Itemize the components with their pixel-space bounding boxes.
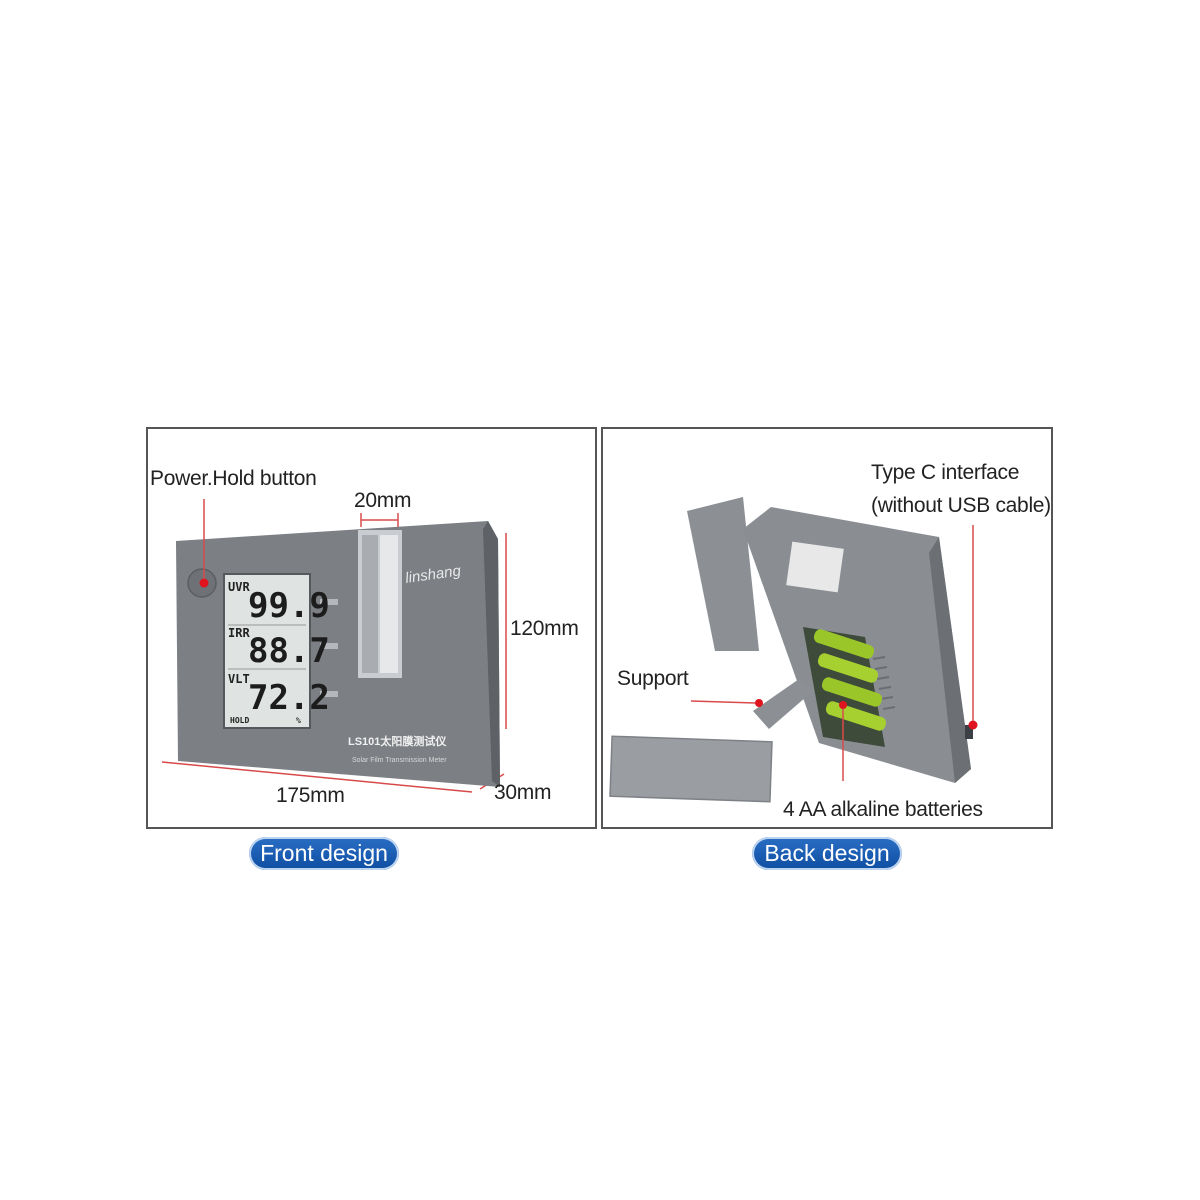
reading-name-uvr: UVR [228,580,250,594]
width-dimension-label: 175mm [276,784,345,807]
model-subtitle: Solar Film Transmission Meter [352,757,447,764]
back-device-illustration [609,497,978,803]
back-stand-plate [687,497,759,651]
reading-name-irr: IRR [228,626,250,640]
width-dimension-line [161,761,473,793]
type-c-label-line1: Type C interface [871,461,1020,484]
unit-indicator: % [296,716,301,725]
reading-value-vlt: 72.2 [248,678,330,718]
height-dimension-label: 120mm [510,617,579,640]
battery-cells [813,629,887,731]
thickness-dimension-label: 30mm [494,781,552,804]
back-design-panel: Type C interface (without USB cable) Sup… [601,427,1053,829]
type-c-pointer-dot [968,720,978,730]
support-label: Support [617,667,689,690]
spec-label-plate [786,541,844,593]
reading-value-irr: 88.7 [248,631,330,671]
support-pointer-line [690,700,756,704]
slot-dimension-label: 20mm [354,489,412,512]
back-design-caption: Back design [752,837,902,870]
type-c-port [965,725,973,739]
type-c-label-line2: (without USB cable) [871,494,1051,517]
hold-indicator: HOLD [230,716,249,725]
battery-cover [609,735,773,803]
front-device-illustration: UVR 99.9 IRR 88.7 VLT 72.2 HOLD % linsha… [161,499,507,793]
support-pointer-dot [755,699,763,707]
model-name: LS101太阳膜测试仪 [348,734,447,748]
reading-name-vlt: VLT [228,672,250,686]
power-hold-label: Power.Hold button [150,467,317,490]
batteries-label: 4 AA alkaline batteries [783,798,983,821]
reading-value-uvr: 99.9 [248,586,330,626]
front-design-panel: UVR 99.9 IRR 88.7 VLT 72.2 HOLD % linsha… [146,427,597,829]
lcd-screen [223,573,311,729]
power-pointer-dot [199,578,209,588]
support-leg [753,679,813,729]
battery-pointer-dot [839,701,847,709]
front-design-caption: Front design [249,837,399,870]
